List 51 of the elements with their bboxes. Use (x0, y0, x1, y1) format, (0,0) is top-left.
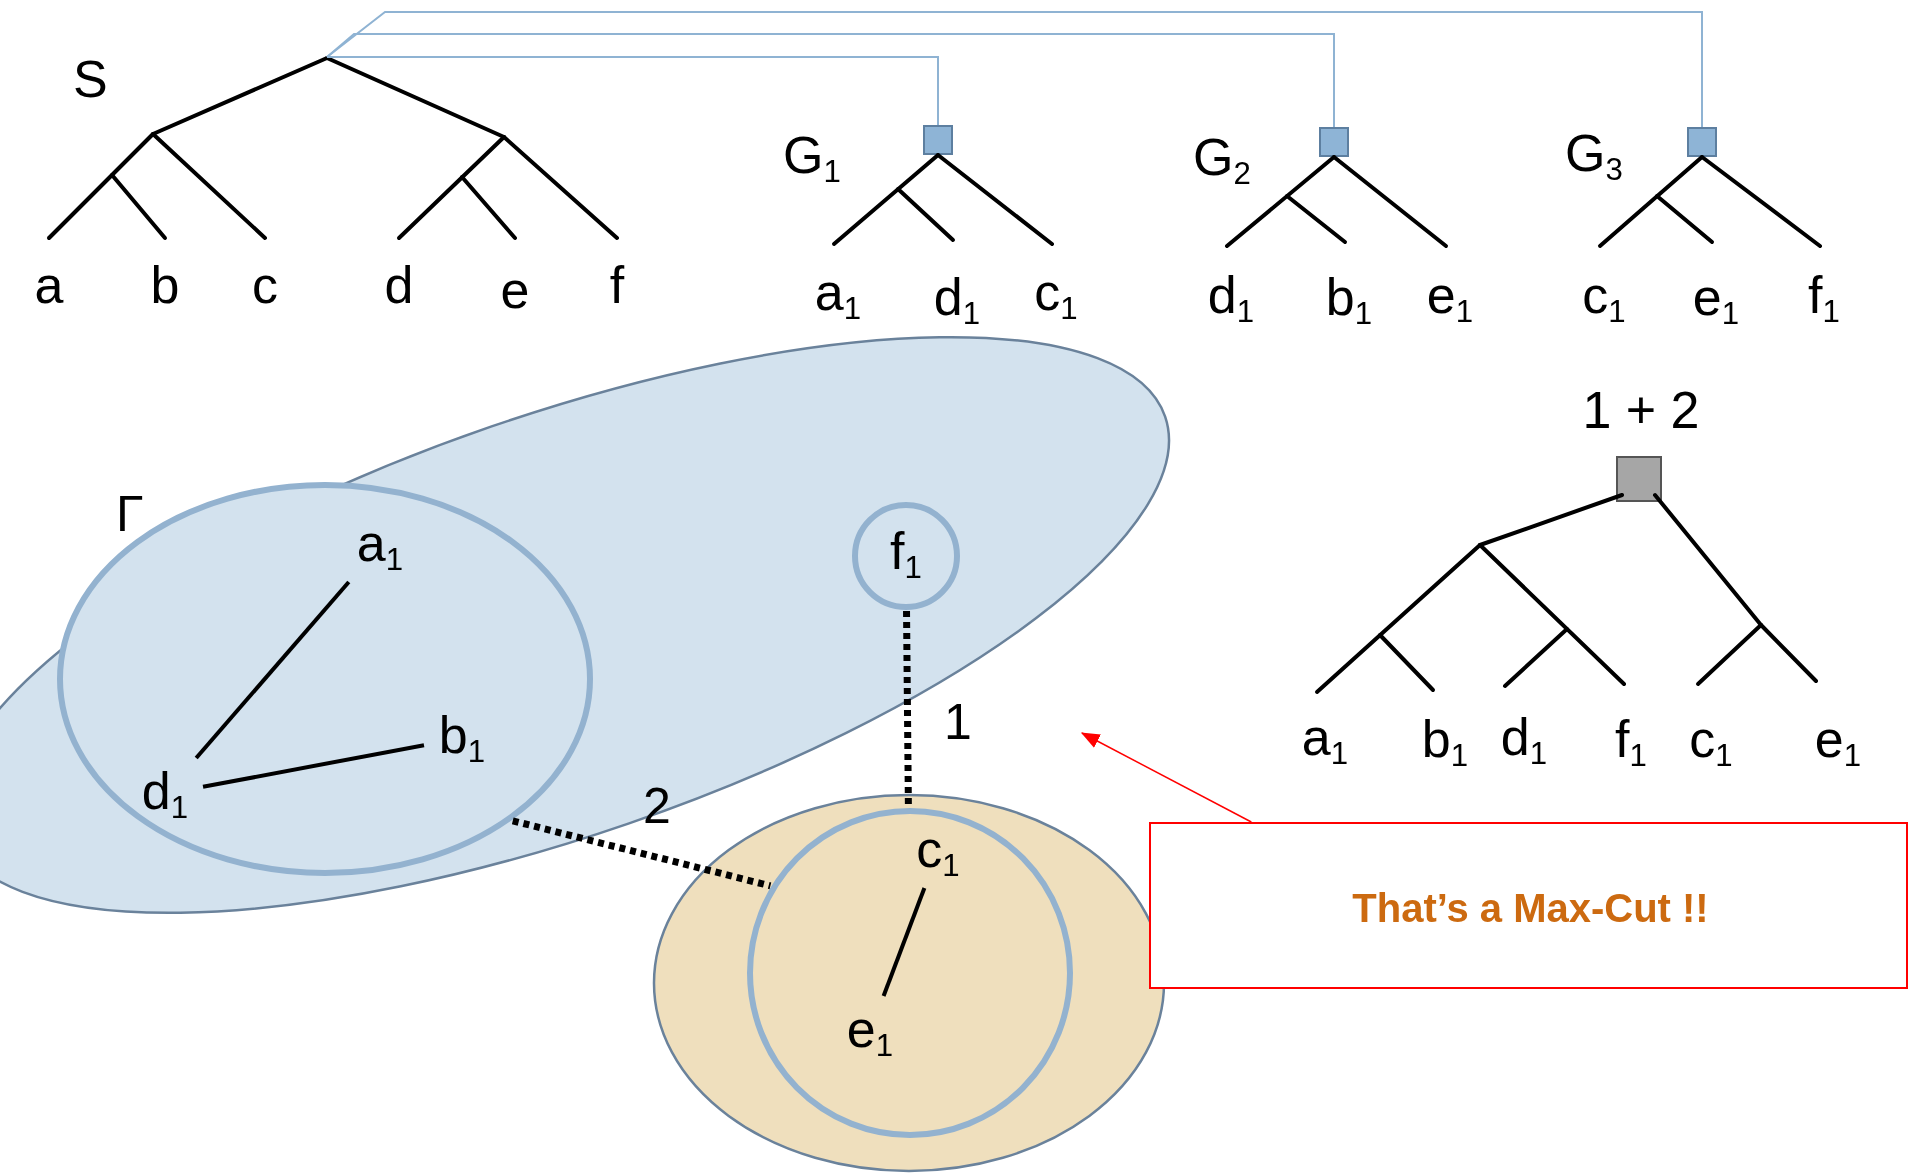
leaf-label: a$_{1}$ (814, 265, 862, 325)
tree-label: G$_{3}$ (1565, 126, 1623, 186)
leaf-label: e$_{1}$ (1692, 270, 1740, 330)
connector-line (326, 11, 1703, 128)
leaf-label: a (34, 259, 64, 311)
vertex-label: e$_{1}$ (832, 996, 908, 1068)
cluster-circle (746, 807, 1074, 1139)
vertex-label: b$_{1}$ (424, 702, 500, 774)
vertex-label: a$_{1}$ (342, 510, 418, 582)
vertex-label: d$_{1}$ (127, 758, 203, 830)
graph-edge (194, 580, 351, 760)
arrow (1080, 732, 1253, 823)
leaf-label: a$_{1}$ (1301, 710, 1349, 770)
leaf-label: e$_{1}$ (1814, 712, 1862, 772)
leaf-label: c$_{1}$ (1689, 712, 1733, 772)
leaf-label: f$_{1}$ (1808, 268, 1840, 328)
graph-edge (881, 887, 927, 997)
leaf-label: e (500, 264, 530, 316)
connector-line (326, 33, 1335, 128)
leaf-label: d$_{1}$ (1207, 268, 1255, 328)
edge-label: 2 (643, 781, 671, 831)
root-square (923, 125, 953, 155)
leaf-label: b$_{1}$ (1325, 270, 1373, 330)
tree-label: S (73, 53, 108, 105)
root-square (1687, 127, 1717, 157)
root-label: 1 + 2 (1581, 380, 1701, 440)
set-label: Γ (116, 489, 144, 539)
leaf-label: d$_{1}$ (1500, 710, 1548, 770)
leaf-label: e$_{1}$ (1426, 268, 1474, 328)
graph-edge (202, 743, 425, 789)
edge-label: 1 (944, 697, 972, 747)
cluster-circle (56, 481, 594, 877)
cut-edge (511, 817, 772, 890)
vertex-label: f$_{1}$ (889, 521, 923, 587)
tree-label: G$_{1}$ (783, 128, 841, 188)
leaf-label: c$_{1}$ (1034, 265, 1078, 325)
vertex-label: c$_{1}$ (900, 816, 976, 888)
callout-text: That’s a Max-Cut !! (1351, 884, 1710, 932)
leaf-label: f (609, 259, 625, 311)
leaf-label: d (384, 259, 414, 311)
leaf-label: c (252, 259, 278, 311)
tree-label: G$_{2}$ (1193, 130, 1251, 190)
leaf-label: f$_{1}$ (1615, 712, 1647, 772)
callout-box (1149, 822, 1908, 989)
leaf-label: b (150, 259, 180, 311)
connector-line (326, 56, 939, 126)
leaf-label: d$_{1}$ (933, 270, 981, 330)
leaf-label: b$_{1}$ (1421, 712, 1469, 772)
vertex-circle (851, 501, 961, 611)
leaf-label: c$_{1}$ (1582, 268, 1626, 328)
root-square (1319, 127, 1349, 157)
